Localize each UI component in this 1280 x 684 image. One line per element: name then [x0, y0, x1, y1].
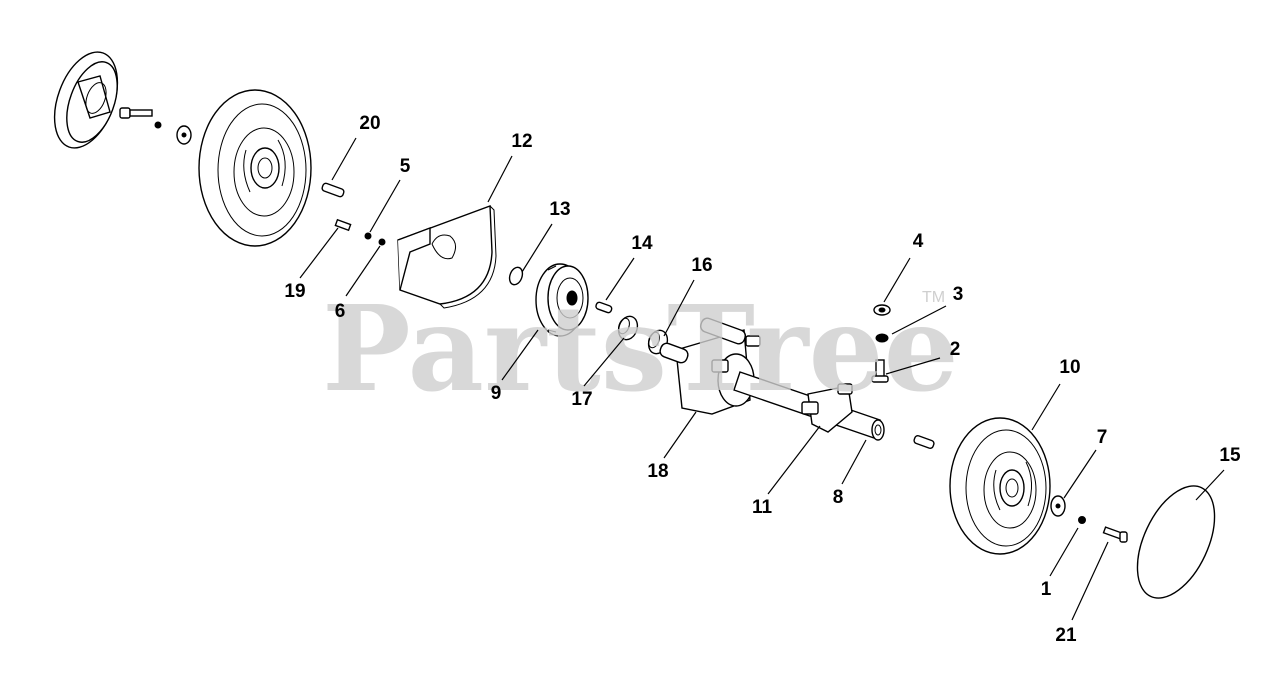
left-bolt	[119, 107, 153, 119]
label-2: 2	[950, 339, 961, 360]
part-labels: 20 5 12 13 14 16 4 3 2 10 7 15 19 6 9 17…	[284, 113, 1241, 646]
bolt-21	[1102, 526, 1128, 543]
left-hub-cap	[53, 51, 119, 149]
leader-lines	[299, 137, 1225, 621]
ball-6	[378, 238, 386, 246]
hub-cap-15	[1136, 485, 1216, 599]
label-7: 7	[1097, 427, 1108, 448]
ball-5	[364, 232, 372, 240]
label-3: 3	[953, 284, 964, 305]
right-pin	[913, 434, 935, 450]
pin-14	[595, 301, 613, 314]
washer-3	[875, 333, 889, 343]
right-wheel-10	[949, 417, 1051, 555]
bolt-2	[871, 359, 889, 383]
label-8: 8	[833, 487, 844, 508]
label-12: 12	[511, 131, 532, 152]
label-19: 19	[284, 281, 305, 302]
left-nut	[154, 121, 162, 129]
label-15: 15	[1219, 445, 1241, 466]
label-4: 4	[913, 231, 924, 252]
label-20: 20	[359, 113, 380, 134]
label-21: 21	[1055, 625, 1077, 646]
label-11: 11	[752, 497, 773, 518]
bracket-11	[801, 383, 853, 433]
pulley-9	[535, 263, 589, 337]
label-9: 9	[491, 383, 502, 404]
belt-guard-12	[397, 205, 497, 309]
pin-20	[321, 182, 345, 198]
label-14: 14	[631, 233, 653, 254]
label-17: 17	[571, 389, 592, 410]
label-10: 10	[1059, 357, 1080, 378]
label-16: 16	[691, 255, 712, 276]
label-5: 5	[400, 156, 411, 177]
label-1: 1	[1041, 579, 1052, 600]
left-washer	[176, 125, 192, 145]
watermark-trademark: TM	[922, 289, 945, 306]
label-13: 13	[549, 199, 570, 220]
label-6: 6	[335, 301, 346, 322]
washer-7	[1050, 495, 1066, 517]
watermark: PartsTree	[322, 279, 959, 418]
label-18: 18	[647, 461, 668, 482]
bushing-17	[617, 315, 639, 341]
o-ring-13	[508, 266, 524, 286]
left-wheel	[198, 89, 312, 247]
bolt-19	[334, 218, 352, 232]
nut-1	[1078, 516, 1086, 524]
gearbox-housing-18	[659, 317, 761, 415]
nut-4	[873, 304, 891, 316]
